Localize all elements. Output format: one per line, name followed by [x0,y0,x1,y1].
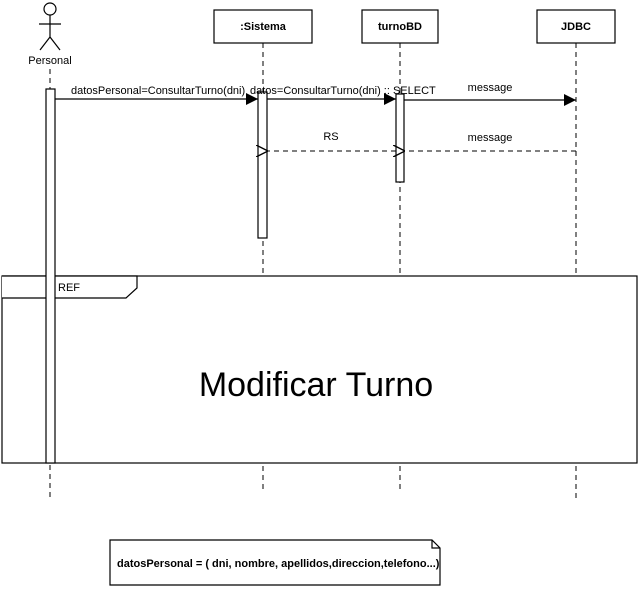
note-fold-corner [431,540,440,549]
actor-personal[interactable]: Personal [28,2,72,67]
ref-title: Modificar Turno [199,366,433,404]
note-datos-personal[interactable]: datosPersonal = ( dni, nombre, apellidos… [109,539,441,586]
participant-sistema[interactable]: :Sistema [213,9,313,44]
message-to-jdbc-label: message [468,82,513,94]
message-to-jdbc[interactable]: message [404,82,576,106]
note-text: datosPersonal = ( dni, nombre, apellidos… [117,558,440,570]
ref-tag-pentagon [2,275,138,299]
activation-sistema [257,91,268,239]
participant-sistema-label: :Sistema [240,21,287,33]
message-consultar-turno-label: datosPersonal=ConsultarTurno(dni) [71,85,245,97]
message-return-jdbc[interactable]: message [405,132,576,151]
ref-frame[interactable]: REF Modificar Turno [1,275,638,464]
activation-turnobd [395,93,405,183]
message-select[interactable]: datos=ConsultarTurno(dni) :: SELECT [250,85,436,105]
ref-tag-label: REF [58,282,80,294]
participant-jdbc[interactable]: JDBC [536,9,616,44]
participant-jdbc-label: JDBC [561,21,591,33]
message-select-label: datos=ConsultarTurno(dni) :: SELECT [250,85,436,97]
message-return-rs[interactable]: RS [268,131,396,151]
note-shape [109,539,441,586]
participant-turnobd-label: turnoBD [378,21,422,33]
message-consultar-turno[interactable]: datosPersonal=ConsultarTurno(dni) [55,85,258,105]
message-return-rs-label: RS [323,131,338,143]
actor-personal-label: Personal [28,55,71,67]
stick-figure-icon [39,2,61,51]
message-return-jdbc-label: message [468,132,513,144]
participant-turnobd[interactable]: turnoBD [361,9,439,44]
activation-personal [45,88,56,464]
